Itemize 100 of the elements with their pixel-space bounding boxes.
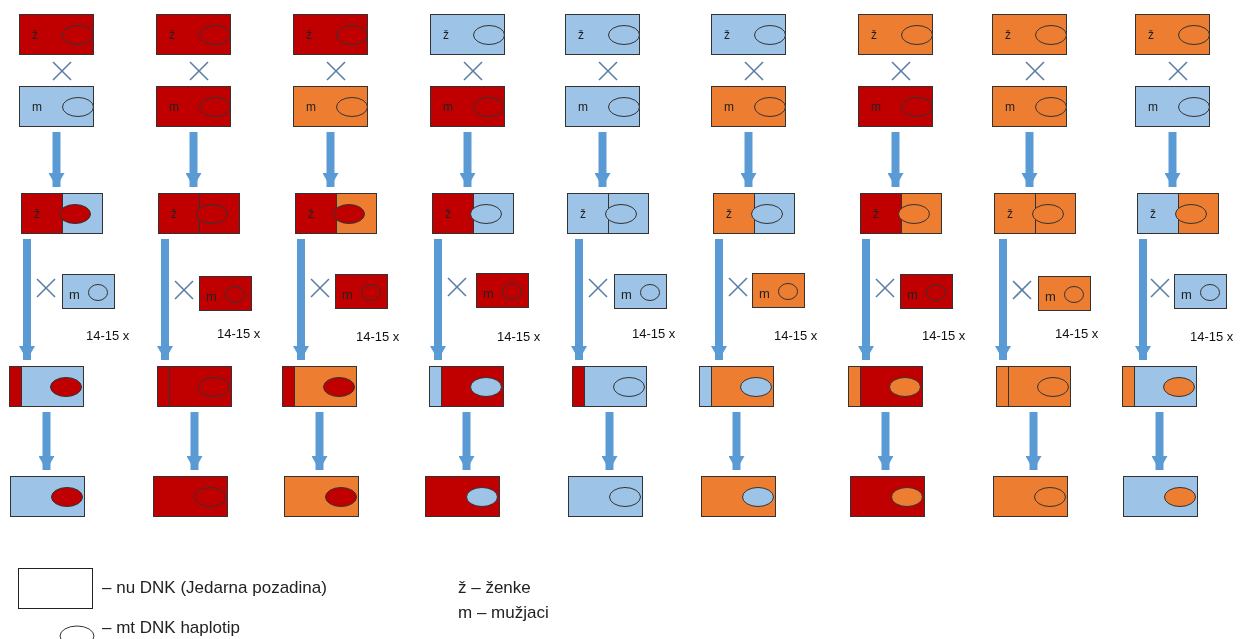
hybrid-box bbox=[158, 193, 240, 234]
sex-label: ž bbox=[308, 207, 314, 220]
sex-label: m bbox=[907, 288, 918, 301]
sex-label: m bbox=[621, 288, 632, 301]
repeat-count: 14-15 x bbox=[1190, 329, 1234, 344]
backcross-male-box bbox=[476, 273, 529, 308]
final-offspring-box bbox=[153, 476, 228, 517]
backcross-male-box bbox=[199, 276, 252, 311]
final-offspring-box bbox=[850, 476, 925, 517]
female-box bbox=[711, 14, 786, 55]
sex-label: ž bbox=[32, 28, 38, 41]
final-offspring-box bbox=[425, 476, 500, 517]
final-offspring-box bbox=[568, 476, 643, 517]
backcross-offspring-box bbox=[996, 366, 1071, 407]
male-box bbox=[858, 86, 933, 127]
sex-label: ž bbox=[306, 28, 312, 41]
sex-label: ž bbox=[873, 207, 879, 220]
sex-label: m bbox=[871, 100, 881, 113]
sex-label: ž bbox=[1005, 28, 1011, 41]
sex-label: m bbox=[32, 100, 42, 113]
repeat-count: 14-15 x bbox=[356, 329, 400, 344]
backcross-male-box bbox=[614, 274, 667, 309]
hybrid-box bbox=[21, 193, 103, 234]
sex-label: m bbox=[483, 287, 494, 300]
sex-label: m bbox=[1148, 100, 1158, 113]
final-offspring-box bbox=[993, 476, 1068, 517]
hybrid-box bbox=[432, 193, 514, 234]
hybrid-box bbox=[994, 193, 1076, 234]
sex-label: m bbox=[443, 100, 453, 113]
repeat-count: 14-15 x bbox=[86, 328, 130, 343]
sex-label: m bbox=[1181, 288, 1192, 301]
repeat-count: 14-15 x bbox=[497, 329, 541, 344]
final-offspring-box bbox=[701, 476, 776, 517]
female-box bbox=[430, 14, 505, 55]
backcross-offspring-box bbox=[848, 366, 923, 407]
female-box bbox=[156, 14, 231, 55]
sex-label: m bbox=[578, 100, 588, 113]
sex-label: ž bbox=[580, 207, 586, 220]
sex-label: m bbox=[306, 100, 316, 113]
sex-label: ž bbox=[445, 207, 451, 220]
sex-label: ž bbox=[726, 207, 732, 220]
male-box bbox=[565, 86, 640, 127]
sex-label: m bbox=[1005, 100, 1015, 113]
backcross-male-box bbox=[1038, 276, 1091, 311]
sex-label: ž bbox=[1150, 207, 1156, 220]
sex-label: ž bbox=[1148, 28, 1154, 41]
backcross-male-box bbox=[900, 274, 953, 309]
backcross-male-box bbox=[62, 274, 115, 309]
final-offspring-box bbox=[1123, 476, 1198, 517]
hybrid-box bbox=[295, 193, 377, 234]
male-box bbox=[711, 86, 786, 127]
sex-label: m bbox=[69, 288, 80, 301]
backcross-offspring-box bbox=[282, 366, 357, 407]
backcross-male-box bbox=[335, 274, 388, 309]
hybrid-box bbox=[713, 193, 795, 234]
sex-label: m bbox=[342, 288, 353, 301]
backcross-offspring-box bbox=[572, 366, 647, 407]
male-box bbox=[156, 86, 231, 127]
female-box bbox=[858, 14, 933, 55]
hybrid-box bbox=[567, 193, 649, 234]
sex-label: ž bbox=[1007, 207, 1013, 220]
backcross-offspring-box bbox=[9, 366, 84, 407]
backcross-male-box bbox=[1174, 274, 1227, 309]
sex-label: ž bbox=[871, 28, 877, 41]
repeat-count: 14-15 x bbox=[632, 326, 676, 341]
sex-label: ž bbox=[578, 28, 584, 41]
key-text: ž – ženke bbox=[458, 578, 531, 598]
key-text: m – mužjaci bbox=[458, 603, 549, 623]
sex-label: m bbox=[1045, 290, 1056, 303]
male-box bbox=[992, 86, 1067, 127]
final-offspring-box bbox=[10, 476, 85, 517]
backcross-offspring-box bbox=[699, 366, 774, 407]
repeat-count: 14-15 x bbox=[774, 328, 818, 343]
male-box bbox=[1135, 86, 1210, 127]
sex-label: ž bbox=[724, 28, 730, 41]
final-offspring-box bbox=[284, 476, 359, 517]
male-box bbox=[19, 86, 94, 127]
legend-text: – mt DNK haplotip bbox=[102, 618, 240, 638]
backcross-offspring-box bbox=[429, 366, 504, 407]
hybrid-box bbox=[1137, 193, 1219, 234]
sex-label: ž bbox=[171, 207, 177, 220]
sex-label: m bbox=[759, 287, 770, 300]
sex-label: ž bbox=[169, 28, 175, 41]
sex-label: m bbox=[169, 100, 179, 113]
female-box bbox=[19, 14, 94, 55]
female-box bbox=[992, 14, 1067, 55]
repeat-count: 14-15 x bbox=[1055, 326, 1099, 341]
female-box bbox=[565, 14, 640, 55]
female-box bbox=[1135, 14, 1210, 55]
backcross-offspring-box bbox=[157, 366, 232, 407]
repeat-count: 14-15 x bbox=[922, 328, 966, 343]
sex-label: ž bbox=[34, 207, 40, 220]
male-box bbox=[430, 86, 505, 127]
repeat-count: 14-15 x bbox=[217, 326, 261, 341]
legend-text: – nu DNK (Jedarna pozadina) bbox=[102, 578, 327, 598]
male-box bbox=[293, 86, 368, 127]
backcross-male-box bbox=[752, 273, 805, 308]
female-box bbox=[293, 14, 368, 55]
sex-label: ž bbox=[443, 28, 449, 41]
sex-label: m bbox=[206, 290, 217, 303]
